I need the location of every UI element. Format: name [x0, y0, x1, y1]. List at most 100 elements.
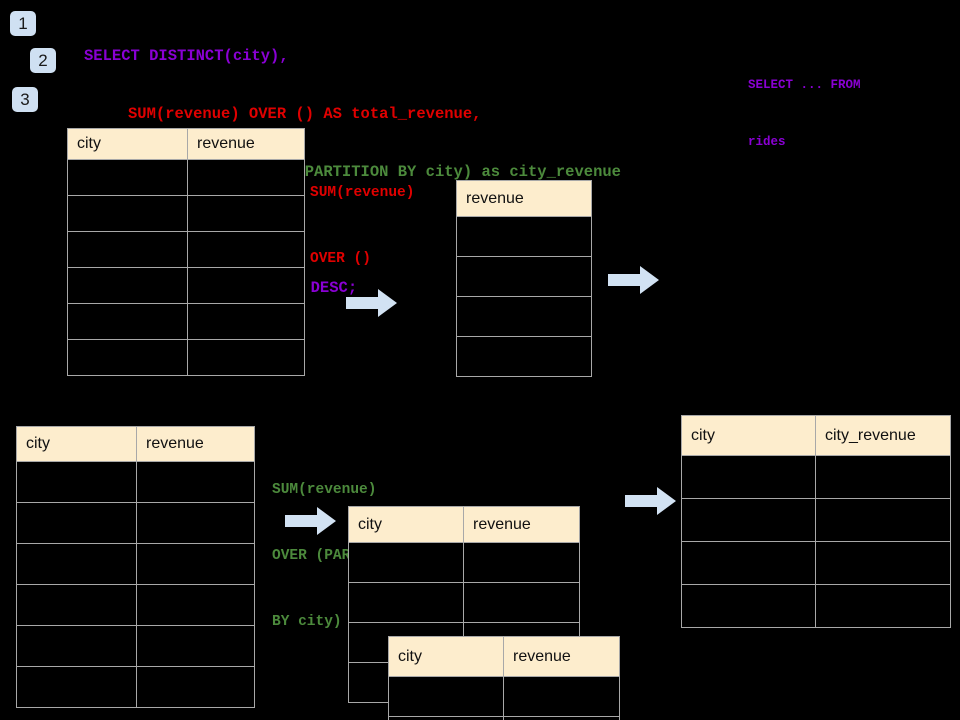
cell-city[interactable]	[16, 625, 137, 667]
table-body	[67, 159, 305, 376]
table-row[interactable]	[16, 502, 255, 544]
table-row[interactable]	[681, 541, 951, 585]
table-body	[456, 216, 592, 377]
table-header-row: city revenue	[16, 426, 255, 462]
cell-revenue[interactable]	[463, 582, 580, 623]
side-note-line-2: rides	[748, 135, 786, 149]
cell-city[interactable]	[16, 461, 137, 503]
cell-city[interactable]	[681, 498, 816, 542]
annotation-total-revenue: SUM(revenue) OVER ()	[310, 138, 414, 314]
cell-revenue[interactable]	[463, 542, 580, 583]
cell-city[interactable]	[348, 582, 464, 623]
cell-city[interactable]	[67, 195, 188, 232]
cell-city[interactable]	[67, 159, 188, 196]
cell-revenue[interactable]	[187, 303, 305, 340]
table-partition-group-b[interactable]: city revenue	[388, 636, 620, 720]
table-total-revenue-intermediate[interactable]: revenue	[456, 180, 592, 377]
cell-revenue[interactable]	[187, 267, 305, 304]
annotation-partition-line-3: BY city)	[272, 614, 342, 630]
table-row[interactable]	[16, 666, 255, 708]
cell-city-revenue[interactable]	[815, 455, 951, 499]
cell-city[interactable]	[388, 676, 504, 717]
table-rides-source-top[interactable]: city revenue	[67, 128, 305, 376]
cell-city[interactable]	[67, 267, 188, 304]
cell-revenue[interactable]	[503, 676, 620, 717]
cell-city[interactable]	[348, 542, 464, 583]
step-badge-2[interactable]: 2	[30, 48, 56, 73]
cell-city-revenue[interactable]	[815, 541, 951, 585]
cell-city[interactable]	[681, 584, 816, 628]
column-header-revenue: revenue	[136, 426, 255, 462]
table-header-row: city revenue	[348, 506, 580, 543]
cell-revenue[interactable]	[456, 336, 592, 377]
table-body	[388, 676, 620, 720]
table-row[interactable]	[388, 716, 620, 720]
table-row[interactable]	[681, 584, 951, 628]
cell-city[interactable]	[388, 716, 504, 720]
column-header-revenue: revenue	[503, 636, 620, 677]
table-row[interactable]	[16, 584, 255, 626]
cell-revenue[interactable]	[136, 502, 255, 544]
column-header-city: city	[388, 636, 504, 677]
cell-revenue[interactable]	[456, 256, 592, 297]
table-row[interactable]	[681, 455, 951, 499]
cell-city[interactable]	[16, 666, 137, 708]
table-row[interactable]	[67, 303, 305, 340]
table-row[interactable]	[67, 267, 305, 304]
cell-revenue[interactable]	[136, 584, 255, 626]
table-rides-source-bottom[interactable]: city revenue	[16, 426, 255, 708]
cell-revenue[interactable]	[456, 296, 592, 337]
cell-revenue[interactable]	[187, 195, 305, 232]
sql-line-total-revenue: SUM(revenue) OVER () AS total_revenue,	[128, 105, 482, 123]
table-row[interactable]	[16, 461, 255, 503]
cell-city[interactable]	[67, 339, 188, 376]
cell-revenue[interactable]	[136, 666, 255, 708]
table-row[interactable]	[348, 542, 580, 583]
cell-revenue[interactable]	[136, 461, 255, 503]
table-row[interactable]	[67, 195, 305, 232]
cell-revenue[interactable]	[187, 339, 305, 376]
annotation-partition: SUM(revenue) OVER (PARTITION BY city)	[272, 435, 403, 677]
cell-city[interactable]	[681, 455, 816, 499]
cell-revenue[interactable]	[187, 231, 305, 268]
cell-city[interactable]	[16, 584, 137, 626]
step-badge-1[interactable]: 1	[10, 11, 36, 36]
cell-city[interactable]	[16, 543, 137, 585]
table-row[interactable]	[67, 339, 305, 376]
table-final-result[interactable]: city city_revenue	[681, 415, 951, 628]
table-row[interactable]	[456, 336, 592, 377]
table-row[interactable]	[456, 216, 592, 257]
table-row[interactable]	[456, 296, 592, 337]
cell-city[interactable]	[67, 231, 188, 268]
cell-city-revenue[interactable]	[815, 584, 951, 628]
cell-city[interactable]	[16, 502, 137, 544]
table-header-row: revenue	[456, 180, 592, 217]
table-row[interactable]	[16, 543, 255, 585]
table-row[interactable]	[67, 231, 305, 268]
side-note-line-1: SELECT ... FROM	[748, 78, 861, 92]
arrow-to-total-revenue	[346, 288, 398, 318]
cell-revenue[interactable]	[136, 543, 255, 585]
sql-line-select: SELECT DISTINCT(city),	[84, 47, 289, 65]
cell-revenue[interactable]	[456, 216, 592, 257]
step-badge-3[interactable]: 3	[12, 87, 38, 112]
table-row[interactable]	[456, 256, 592, 297]
column-header-city: city	[681, 415, 816, 456]
table-row[interactable]	[348, 582, 580, 623]
column-header-revenue: revenue	[463, 506, 580, 543]
table-header-row: city revenue	[67, 128, 305, 160]
cell-revenue[interactable]	[503, 716, 620, 720]
cell-revenue[interactable]	[136, 625, 255, 667]
table-row[interactable]	[681, 498, 951, 542]
table-row[interactable]	[388, 676, 620, 717]
table-row[interactable]	[16, 625, 255, 667]
cell-city[interactable]	[67, 303, 188, 340]
column-header-city: city	[16, 426, 137, 462]
cell-city[interactable]	[681, 541, 816, 585]
arrow-to-partition	[285, 506, 337, 536]
table-row[interactable]	[67, 159, 305, 196]
cell-city-revenue[interactable]	[815, 498, 951, 542]
column-header-revenue: revenue	[187, 128, 305, 160]
cell-revenue[interactable]	[187, 159, 305, 196]
